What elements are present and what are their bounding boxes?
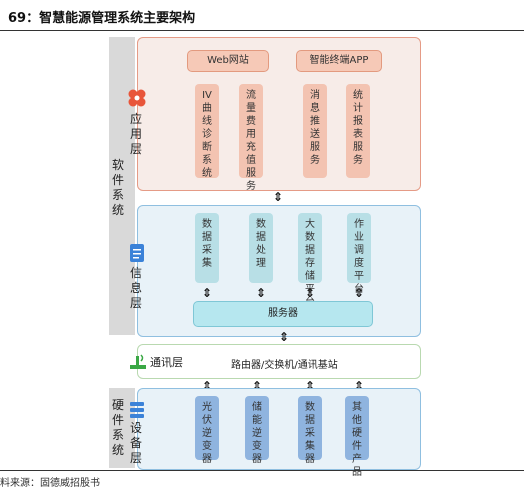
signal-tower-icon	[130, 353, 146, 369]
communication-layer	[137, 344, 421, 379]
other-hardware-box: 其他硬件产品	[345, 396, 369, 478]
big-data-storage-box: 大数据存储平台	[298, 213, 322, 308]
device-layer-label: 设备层	[129, 421, 142, 465]
job-scheduling-box: 作业调度平台	[347, 213, 371, 295]
software-column	[109, 37, 135, 335]
figure-title: 69：智慧能源管理系统主要架构	[8, 11, 196, 26]
double-arrow-icon: ⇕	[201, 379, 213, 393]
message-push-box: 消息推送服务	[303, 84, 327, 178]
double-arrow-icon: ⇕	[251, 379, 263, 393]
information-layer-label: 信息层	[129, 266, 142, 310]
software-system-label: 软件系统	[111, 158, 124, 217]
pv-inverter-box: 光伏逆变器	[195, 396, 219, 465]
data-collector-box: 数据采集器	[298, 396, 322, 465]
double-arrow-icon: ⇕	[353, 379, 365, 393]
server-box: 服务器	[193, 301, 373, 327]
hardware-column	[109, 388, 135, 468]
application-layer-label: 应用层	[129, 112, 142, 156]
traffic-fee-recharge-box: 流量费用充值服务	[239, 84, 263, 192]
data-collection-box: 数据采集	[195, 213, 219, 283]
web-site-box: Web网站	[187, 50, 269, 72]
document-icon	[130, 244, 144, 262]
double-arrow-icon: ⇕	[255, 286, 267, 300]
double-arrow-icon: ⇕	[272, 190, 284, 204]
double-arrow-icon: ⇕	[353, 286, 365, 300]
smart-terminal-app-box: 智能终端APP	[296, 50, 382, 72]
storage-inverter-box: 储能逆变器	[245, 396, 269, 465]
data-processing-box: 数据处理	[249, 213, 273, 283]
top-rule	[0, 30, 524, 31]
statistics-report-box: 统计报表服务	[346, 84, 370, 178]
router-switch-station-text: 路由器/交换机/通讯基站	[231, 360, 338, 371]
source-note: 料来源：固德威招股书	[0, 478, 100, 489]
hardware-system-label: 硬件系统	[111, 398, 124, 457]
server-stack-icon	[130, 402, 144, 418]
communication-layer-label: 通讯层	[150, 356, 183, 369]
double-arrow-icon: ⇕	[201, 286, 213, 300]
double-arrow-icon: ⇕	[278, 330, 290, 344]
iv-curve-diagnosis-box: IV曲线诊断系统	[195, 84, 219, 179]
double-arrow-icon: ⇕	[304, 286, 316, 300]
double-arrow-icon: ⇕	[304, 379, 316, 393]
flower-icon	[126, 87, 148, 109]
bottom-rule	[0, 470, 524, 471]
device-layer	[137, 388, 421, 470]
